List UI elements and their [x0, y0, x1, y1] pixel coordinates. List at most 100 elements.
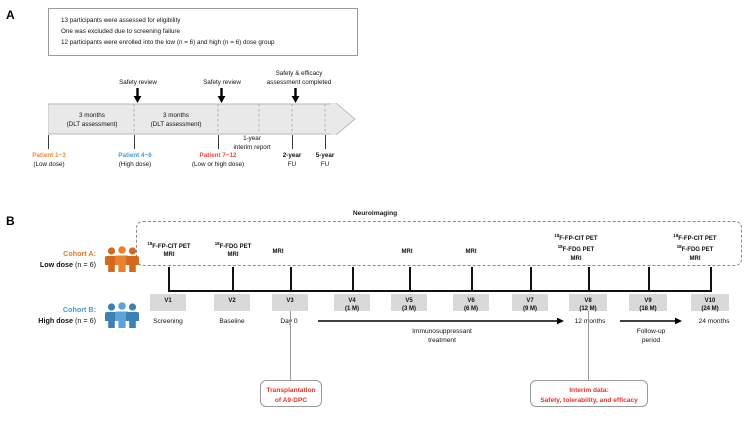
visit-box-v9[interactable]: V9 (18 M) [629, 294, 667, 312]
phase-day-0: Day 0 [280, 318, 298, 325]
safety-review-1-label: Safety review [119, 79, 157, 86]
imaging-v8: 18F-FP-CIT PET 18F-FDG PET MRI [532, 232, 620, 263]
visit-box-v10[interactable]: V10 (24 M) [691, 294, 729, 312]
callout-interim-data-line-2: Safety, tolerability, and efficacy [540, 396, 638, 404]
visit-box-v4[interactable]: V4 (1 M) [334, 294, 370, 312]
imaging-v6-line-1: MRI [465, 249, 477, 256]
visit-box-v2-id: V2 [228, 298, 236, 304]
patient-marker-2-sub: (High dose) [118, 161, 152, 168]
neuroimaging-box [136, 221, 742, 266]
tick-2-year-fu [292, 135, 293, 149]
imaging-v10-line-1: 18F-FP-CIT PET [673, 233, 717, 242]
callout-transplantation: Transplantation of A9-DPC [260, 380, 322, 407]
cohort-a: Cohort A: Low dose (n = 6) [14, 246, 139, 272]
interim-report-label: 1-year interim report [215, 134, 289, 152]
interim-report-line-1: 1-year [243, 135, 261, 142]
panel-b-visit-schedule: Neuroimaging 18F-FP-CIT PET MRI 18F-FDG … [0, 210, 750, 434]
segment-1-label: 3 months (DLT assessment) [50, 111, 134, 129]
cohort-b: Cohort B: High dose (n = 6) [14, 302, 139, 328]
stem-v2 [232, 267, 234, 291]
visit-box-v7-month: (9 M) [523, 306, 537, 312]
visit-box-v1[interactable]: V1 [150, 294, 186, 311]
stem-v1 [168, 267, 170, 291]
tick-patient-7-12 [218, 135, 219, 149]
study-timeline-arrow [48, 103, 356, 135]
safety-review-2-arrow-icon [217, 88, 226, 103]
callout-transplantation-line-2: of A9-DPC [274, 396, 308, 404]
enrollment-line-3: 12 participants were enrolled into the l… [61, 39, 275, 46]
patient-marker-4: 2-year FU [270, 151, 314, 169]
patient-marker-1-title: Patient 1~3 [32, 152, 66, 159]
cohort-a-people-icon [105, 246, 139, 272]
visit-box-v8-id: V8 [584, 298, 592, 304]
visit-box-v6-id: V6 [467, 298, 475, 304]
visit-box-v4-id: V4 [348, 298, 356, 304]
callout-interim-data-line-1: Interim data: [569, 387, 609, 394]
enrollment-summary-box: 13 participants were assessed for eligib… [48, 8, 358, 56]
visit-box-v10-id: V10 [704, 298, 716, 304]
visit-box-v4-month: (1 M) [345, 306, 359, 312]
visit-box-v3[interactable]: V3 [272, 294, 308, 311]
visit-box-v3-id: V3 [286, 298, 294, 304]
callout-transplantation-line-1: Transplantation [266, 387, 316, 394]
imaging-v2-line-1: 18F-FDG PET [214, 241, 252, 250]
followup-line-2: period [641, 337, 661, 344]
patient-marker-2: Patient 4~6 (High dose) [98, 151, 172, 169]
imaging-v2: 18F-FDG PET MRI [193, 240, 273, 260]
imaging-v10-line-2: 18F-FDG PET [676, 244, 714, 254]
cohort-b-dose: High dose (n = 6) [14, 315, 96, 326]
visit-box-v8[interactable]: V8 (12 M) [569, 294, 607, 312]
phase-12-months: 12 months [574, 318, 606, 325]
enrollment-line-2: One was excluded due to screening failur… [61, 28, 181, 35]
cohort-b-dose-label: High dose [38, 316, 74, 325]
cohort-b-people-icon [105, 302, 139, 328]
patient-marker-1: Patient 1~3 (Low dose) [12, 151, 86, 169]
imaging-v8-line-2: 18F-FDG PET [557, 244, 595, 254]
visit-box-v7-id: V7 [526, 298, 534, 304]
followup-arrow-icon [620, 317, 682, 325]
visit-box-v7[interactable]: V7 (9 M) [512, 294, 548, 312]
followup-line-1: Follow-up [636, 328, 666, 335]
safety-efficacy-label: Safety & efficacy assessment completed [250, 70, 348, 87]
cohort-b-name: Cohort B: [62, 305, 96, 314]
segment-2-line-2: (DLT assessment) [150, 121, 202, 128]
visit-box-v10-month: (24 M) [701, 306, 719, 312]
patient-marker-1-sub: (Low dose) [33, 161, 65, 168]
stem-v9 [648, 267, 650, 291]
segment-1-line-2: (DLT assessment) [66, 121, 118, 128]
patient-marker-3: Patient 7~12 (Low or high dose) [171, 151, 265, 169]
visit-box-v6-month: (6 M) [464, 306, 478, 312]
enrollment-line-1: 13 participants were assessed for eligib… [61, 17, 181, 24]
phase-baseline: Baseline [219, 318, 245, 325]
visit-baseline [168, 290, 712, 292]
interim-data-stem [588, 311, 590, 381]
cohort-b-text: Cohort B: High dose (n = 6) [14, 304, 96, 326]
imaging-v2-line-2: MRI [227, 252, 239, 259]
stem-v5 [409, 267, 411, 291]
cohort-a-dose-label: Low dose [39, 260, 74, 269]
cohort-a-n: (n = 6) [73, 260, 96, 269]
stem-v3 [290, 267, 292, 291]
imaging-v1-line-1: 18F-FP-CIT PET [147, 241, 191, 250]
visit-box-v6[interactable]: V6 (6 M) [453, 294, 489, 312]
cohort-a-text: Cohort A: Low dose (n = 6) [14, 248, 96, 270]
visit-box-v5[interactable]: V5 (3 M) [391, 294, 427, 312]
interim-report-line-2: interim report [233, 144, 271, 151]
stem-v6 [471, 267, 473, 291]
imaging-v3: MRI [248, 248, 308, 256]
visit-box-v2[interactable]: V2 [214, 294, 250, 311]
immunosuppressant-line-2: treatment [428, 337, 456, 344]
imaging-v3-line-1: MRI [272, 249, 284, 256]
visit-box-v9-month: (18 M) [639, 306, 657, 312]
imaging-v1-line-2: MRI [163, 252, 175, 259]
visit-box-v5-id: V5 [405, 298, 413, 304]
patient-marker-5-title: 5-year [315, 152, 335, 159]
imaging-v8-line-3: MRI [570, 255, 582, 262]
imaging-v5-line-1: MRI [401, 249, 413, 256]
patient-marker-5-sub: FU [320, 161, 330, 168]
phase-screening: Screening [153, 318, 183, 325]
patient-marker-5: 5-year FU [303, 151, 347, 169]
panel-a-study-timeline: 13 participants were assessed for eligib… [0, 0, 750, 200]
safety-efficacy-line-1: Safety & efficacy [275, 70, 323, 77]
phase-24-months: 24 months [698, 318, 730, 325]
